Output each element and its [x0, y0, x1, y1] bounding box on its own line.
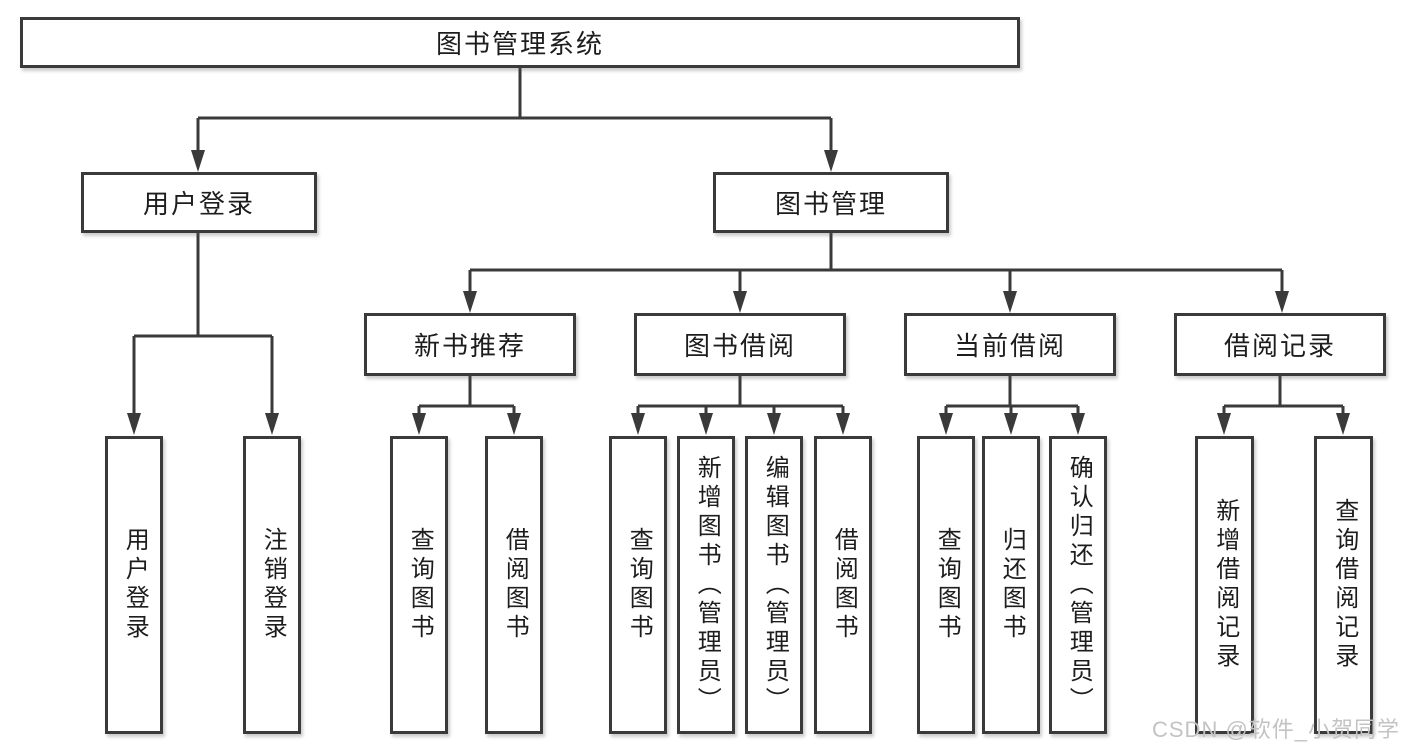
leaf-borrow-book: 借阅图书 — [485, 436, 543, 734]
node-label: 编辑图书（管理员） — [761, 454, 789, 716]
leaf-add-book-admin: 新增图书（管理员） — [677, 436, 735, 734]
leaf-return-book: 归还图书 — [982, 436, 1040, 734]
node-label: 新增图书（管理员） — [693, 454, 721, 716]
node-library-management-system: 图书管理系统 — [20, 17, 1020, 68]
node-label: 用户登录 — [142, 189, 255, 219]
node-label: 归还图书 — [998, 527, 1026, 643]
node-label: 新增借阅记录 — [1211, 498, 1239, 672]
node-label: 新书推荐 — [413, 331, 526, 361]
node-label: 借阅图书 — [830, 527, 858, 643]
node-label: 查询图书 — [933, 527, 961, 643]
node-book-management: 图书管理 — [713, 172, 949, 233]
node-label: 查询图书 — [625, 527, 653, 643]
leaf-query-book: 查询图书 — [390, 436, 448, 734]
leaf-confirm-return-admin: 确认归还（管理员） — [1049, 436, 1107, 734]
leaf-borrow-book: 借阅图书 — [814, 436, 872, 734]
node-label: 图书借阅 — [683, 331, 796, 361]
node-label: 用户登录 — [121, 527, 149, 643]
node-user-login: 用户登录 — [81, 172, 317, 233]
node-label: 借阅记录 — [1223, 331, 1336, 361]
leaf-edit-book-admin: 编辑图书（管理员） — [745, 436, 803, 734]
leaf-user-login: 用户登录 — [105, 436, 163, 734]
leaf-add-borrow-record: 新增借阅记录 — [1195, 436, 1254, 734]
node-label: 注销登录 — [259, 527, 287, 643]
leaf-query-borrow-record: 查询借阅记录 — [1314, 436, 1373, 734]
node-label: 确认归还（管理员） — [1065, 454, 1093, 716]
leaf-logout: 注销登录 — [243, 436, 301, 734]
leaf-query-book: 查询图书 — [917, 436, 975, 734]
node-label: 图书管理系统 — [435, 29, 604, 59]
node-label: 查询借阅记录 — [1330, 498, 1358, 672]
node-label: 当前借阅 — [953, 331, 1066, 361]
node-label: 图书管理 — [774, 189, 887, 219]
node-label: 借阅图书 — [501, 527, 529, 643]
node-label: 查询图书 — [406, 527, 434, 643]
node-book-borrow: 图书借阅 — [634, 313, 846, 376]
node-new-book-recommend: 新书推荐 — [364, 313, 576, 376]
watermark-text: CSDN @软件_小贺同学 — [1152, 717, 1401, 742]
node-current-borrow: 当前借阅 — [904, 313, 1116, 376]
leaf-query-book: 查询图书 — [609, 436, 667, 734]
node-borrow-record: 借阅记录 — [1174, 313, 1386, 376]
